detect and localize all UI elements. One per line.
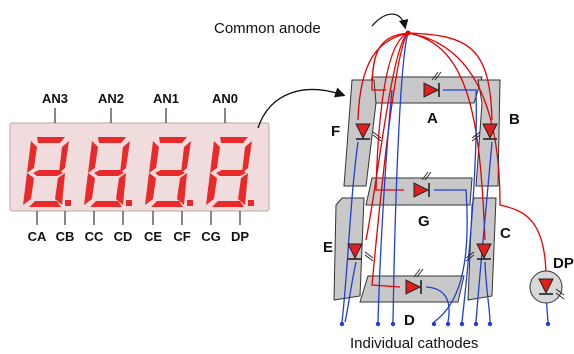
digit-2-segment-a bbox=[159, 137, 187, 143]
four-digit-display bbox=[9, 122, 270, 212]
zoom-arrow bbox=[257, 87, 346, 129]
cathode-terminals bbox=[339, 321, 551, 327]
segment-label-b: B bbox=[509, 111, 520, 128]
segment-label-d: D bbox=[404, 312, 415, 329]
digit-0-segment-d bbox=[29, 201, 61, 207]
cathode-terminal-8 bbox=[545, 321, 551, 327]
digit-2-segment-g bbox=[155, 170, 185, 176]
segment-label-dp: DP bbox=[553, 255, 574, 272]
digit-1-segment-e bbox=[84, 173, 95, 205]
digit-0 bbox=[23, 137, 71, 207]
pin-dp: DP bbox=[231, 229, 249, 244]
digit-0-segment-f bbox=[27, 141, 37, 173]
pin-cd: CD bbox=[114, 229, 133, 244]
led-a bbox=[423, 71, 442, 98]
digit-0-segment-b bbox=[59, 141, 69, 173]
cathode-terminal-3 bbox=[431, 321, 437, 327]
digit-3-segment-a bbox=[220, 137, 248, 143]
pin-ce: CE bbox=[144, 229, 162, 244]
digit-3-segment-d bbox=[212, 201, 244, 207]
pin-cg: CG bbox=[201, 229, 221, 244]
led-e bbox=[347, 243, 374, 262]
led-dp bbox=[529, 270, 565, 304]
led-g bbox=[413, 171, 432, 198]
digit-1-segment-f bbox=[88, 141, 98, 173]
pin-cb: CB bbox=[56, 229, 75, 244]
digit-2-segment-b bbox=[181, 141, 191, 173]
digit-3-segment-e bbox=[206, 173, 217, 205]
digit-2-segment-dp bbox=[187, 200, 193, 206]
segment-label-c: C bbox=[500, 225, 511, 242]
cathode-terminal-7 bbox=[487, 321, 493, 327]
cathode-terminal-2 bbox=[390, 321, 396, 327]
pin-an3: AN3 bbox=[42, 91, 68, 106]
digit-1-segment-dp bbox=[126, 200, 132, 206]
pin-cc: CC bbox=[85, 229, 104, 244]
segment-label-f: F bbox=[331, 123, 340, 140]
digit-0-segment-dp bbox=[65, 200, 71, 206]
digit-1-segment-g bbox=[94, 170, 124, 176]
display-body bbox=[9, 122, 270, 212]
cathode-terminal-0 bbox=[339, 321, 345, 327]
led-b bbox=[471, 123, 498, 142]
led-c bbox=[465, 243, 492, 262]
digit-3 bbox=[206, 137, 254, 207]
cathode-pins: CA CB CC CD CE CF CG DP bbox=[28, 211, 249, 244]
led-d bbox=[405, 268, 424, 295]
common-anode-arrow bbox=[371, 13, 409, 30]
digit-group bbox=[23, 137, 254, 207]
plate-e bbox=[333, 197, 365, 301]
digit-2-segment-e bbox=[145, 173, 156, 205]
digit-0-segment-e bbox=[23, 173, 34, 205]
digit-2-segment-d bbox=[151, 201, 183, 207]
common-anode-label: Common anode bbox=[214, 20, 321, 37]
segment-label-g: G bbox=[418, 213, 430, 230]
pin-an0: AN0 bbox=[212, 91, 238, 106]
digit-1-segment-c bbox=[116, 173, 126, 205]
cathode-terminal-4 bbox=[445, 321, 451, 327]
digit-3-segment-f bbox=[210, 141, 220, 173]
digit-0-segment-c bbox=[55, 173, 65, 205]
segment-label-a: A bbox=[427, 110, 438, 127]
leds bbox=[347, 71, 565, 304]
digit-3-segment-b bbox=[242, 141, 252, 173]
segment-letters: A B C D E F G DP bbox=[323, 110, 574, 329]
digit-3-segment-c bbox=[238, 173, 248, 205]
cathode-terminal-6 bbox=[473, 321, 479, 327]
digit-0-segment-a bbox=[37, 137, 65, 143]
digit-1 bbox=[84, 137, 132, 207]
anode-pins: AN3 AN2 AN1 AN0 bbox=[42, 91, 238, 123]
led-f bbox=[355, 123, 382, 142]
pin-an2: AN2 bbox=[98, 91, 124, 106]
cathode-terminal-1 bbox=[375, 321, 381, 327]
digit-1-segment-a bbox=[98, 137, 126, 143]
cathode-wires bbox=[341, 32, 549, 323]
pin-an1: AN1 bbox=[153, 91, 179, 106]
cathode-terminal-5 bbox=[459, 321, 465, 327]
digit-3-segment-g bbox=[216, 170, 246, 176]
digit-2-segment-f bbox=[149, 141, 159, 173]
segment-label-e: E bbox=[323, 239, 333, 256]
pin-ca: CA bbox=[28, 229, 47, 244]
digit-1-segment-d bbox=[90, 201, 122, 207]
digit-3-segment-dp bbox=[248, 200, 254, 206]
digit-1-segment-b bbox=[120, 141, 130, 173]
individual-cathodes-label: Individual cathodes bbox=[350, 335, 478, 352]
pin-cf: CF bbox=[173, 229, 190, 244]
digit-2 bbox=[145, 137, 193, 207]
digit-2-segment-c bbox=[177, 173, 187, 205]
digit-0-segment-g bbox=[33, 170, 63, 176]
common-anode-node bbox=[405, 30, 411, 36]
